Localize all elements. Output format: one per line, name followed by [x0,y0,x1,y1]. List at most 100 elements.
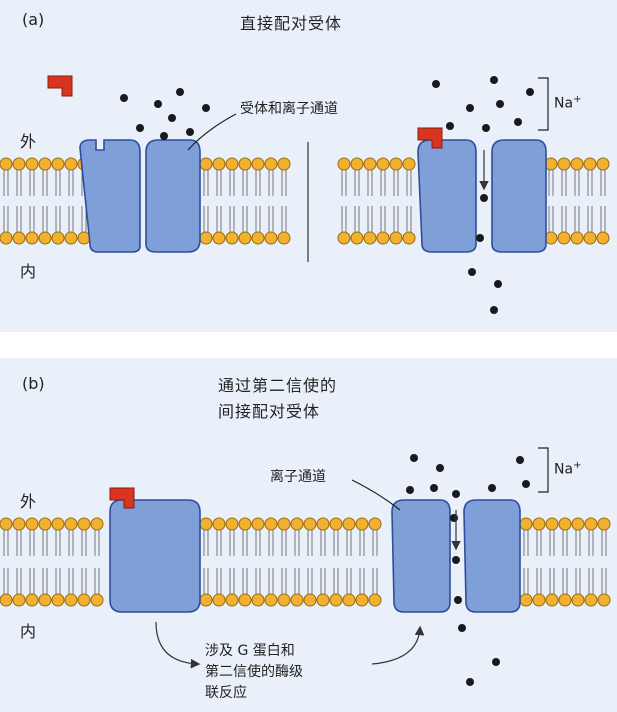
lipid-head [571,593,585,607]
sodium-ion [490,76,498,84]
lipid-head [77,517,91,531]
lipid-head [264,517,278,531]
lipid-head [532,593,546,607]
lipid-head [251,593,265,607]
lipid-head [251,517,265,531]
sodium-ion [496,100,504,108]
panel-a-membrane-left [0,157,91,245]
panel-a-outside-label: 外 [20,132,37,151]
sodium-ion [514,118,522,126]
lipid-head [532,517,546,531]
sodium-ion [476,234,484,242]
lipid-head [329,517,343,531]
sodium-ion [154,100,162,108]
lipid-head [597,593,611,607]
panel-a-membrane-middle [199,157,291,245]
lipid-head [238,517,252,531]
lipid-head [570,157,584,171]
lipid-head [519,517,533,531]
sodium-ion [488,484,496,492]
sodium-ion [136,124,144,132]
panel-b-label: (b) [22,374,45,393]
lipid-head [363,157,377,171]
lipid-head [277,157,291,171]
panel-b-na-label: Na+ [554,460,582,478]
sodium-ion [430,484,438,492]
lipid-head [225,593,239,607]
panel-a-membrane-right-left [337,157,416,245]
lipid-head [389,157,403,171]
sodium-ion [494,280,502,288]
lipid-head [12,517,26,531]
lipid-head [12,157,26,171]
sodium-ion [516,456,524,464]
lipid-head [557,231,571,245]
panel-a-channel-callout: 受体和离子通道 [240,101,338,117]
sodium-ion [458,624,466,632]
lipid-head [51,231,65,245]
lipid-head [225,517,239,531]
lipid-head [597,517,611,531]
lipid-head [51,593,65,607]
panel-a-na-label: Na+ [554,94,582,112]
sodium-ion [490,306,498,314]
lipid-head [0,231,13,245]
lipid-head [558,517,572,531]
lipid-head [402,157,416,171]
panel-b-title-line1: 通过第二信使的 [218,376,338,395]
lipid-head [212,157,226,171]
lipid-head [0,157,13,171]
lipid-head [389,231,403,245]
panel-a-inside-label: 内 [20,262,37,281]
lipid-head [12,231,26,245]
lipid-head [376,157,390,171]
lipid-head [264,231,278,245]
sodium-ion [452,556,460,564]
sodium-ion [120,94,128,102]
lipid-head [251,231,265,245]
lipid-head [545,593,559,607]
lipid-head [277,231,291,245]
lipid-head [90,517,104,531]
lipid-head [38,517,52,531]
lipid-head [290,517,304,531]
sodium-ion [454,596,462,604]
lipid-head [199,517,213,531]
lipid-head [38,157,52,171]
sodium-ion [432,80,440,88]
lipid-head [584,517,598,531]
panel-a-closed-channel-left-half [79,139,141,253]
lipid-head [199,593,213,607]
lipid-head [25,157,39,171]
panel-b-cascade-line2: 第二信使的酶级 [205,664,303,680]
panel-b-channel-left-half [391,499,451,613]
sodium-ion [410,454,418,462]
sodium-ion [186,128,194,136]
panel-a-title: 直接配对受体 [240,14,343,33]
lipid-head [264,157,278,171]
lipid-head [557,157,571,171]
lipid-head [212,593,226,607]
panel-b-na-bracket [538,447,549,493]
lipid-head [545,517,559,531]
panel-a-label: (a) [22,10,45,29]
lipid-head [238,593,252,607]
lipid-head [596,157,610,171]
panel-a-free-ligand [47,75,73,97]
lipid-head [596,231,610,245]
lipid-head [212,517,226,531]
panel-b-cascade-line3: 联反应 [205,685,247,701]
lipid-head [316,517,330,531]
sodium-ion [522,480,530,488]
lipid-head [350,231,364,245]
lipid-head [25,231,39,245]
lipid-head [77,593,91,607]
panel-a-open-channel-right-half [491,139,547,253]
panel-b-receptor-protein [109,499,201,613]
sodium-ion [168,114,176,122]
panel-a-membrane-right-right [544,157,610,245]
lipid-head [25,517,39,531]
lipid-head [337,231,351,245]
panel-b-bound-ligand [109,487,135,509]
